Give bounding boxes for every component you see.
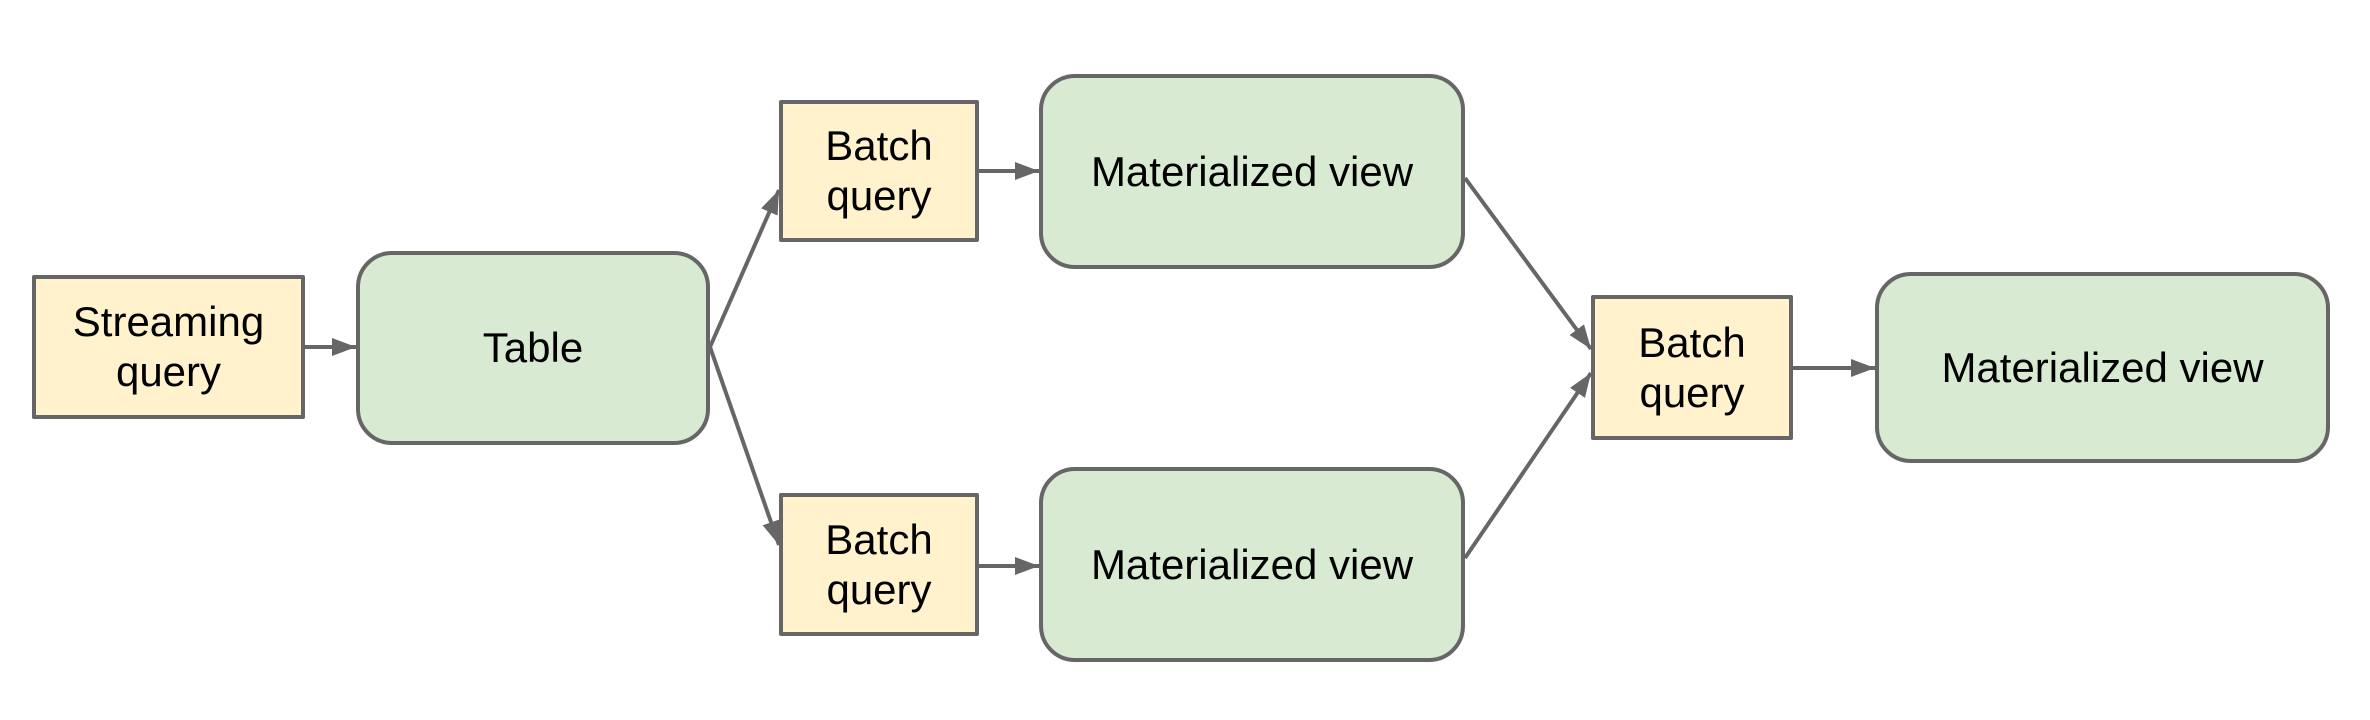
node-streaming-query: Streaming query bbox=[32, 275, 305, 419]
node-batch-query-right: Batch query bbox=[1591, 295, 1793, 440]
node-batch-query-top: Batch query bbox=[779, 100, 979, 242]
node-table: Table bbox=[356, 251, 710, 445]
connector-arrow-materialized-view-top-to-batch-query-right bbox=[1463, 176, 1593, 351]
node-label: Batch query bbox=[1638, 318, 1746, 416]
connector-arrow-table-to-batch-query-bottom bbox=[708, 346, 781, 546]
node-label: Materialized view bbox=[1090, 540, 1414, 588]
node-materialized-view-right: Materialized view bbox=[1875, 272, 2330, 463]
node-label: Batch query bbox=[825, 122, 933, 219]
node-label: Table bbox=[482, 324, 584, 372]
node-label: Materialized view bbox=[1941, 343, 2264, 391]
node-batch-query-bottom: Batch query bbox=[779, 493, 979, 636]
connector-arrow-materialized-view-bottom-to-batch-query-right bbox=[1463, 371, 1593, 560]
node-label: Batch query bbox=[825, 515, 933, 613]
node-materialized-view-top: Materialized view bbox=[1039, 74, 1465, 269]
node-materialized-view-bottom: Materialized view bbox=[1039, 467, 1465, 662]
connector-arrow-table-to-batch-query-top bbox=[708, 189, 781, 348]
node-label: Materialized view bbox=[1090, 147, 1414, 195]
node-label: Streaming query bbox=[72, 298, 265, 395]
